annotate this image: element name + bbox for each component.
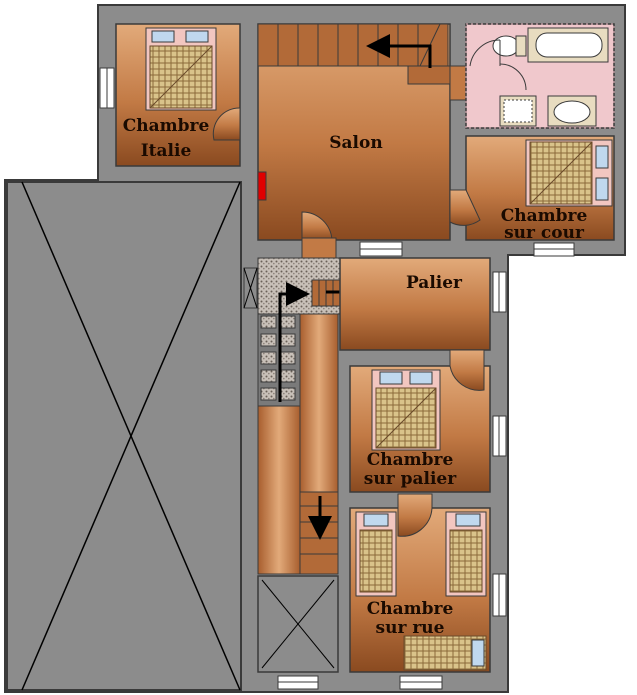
void-area-bottom bbox=[257, 575, 339, 673]
door-chambre-sur-palier bbox=[449, 349, 485, 391]
door-chambre-sur-rue bbox=[397, 493, 433, 537]
toilet bbox=[492, 35, 520, 57]
void-area-left bbox=[6, 181, 242, 691]
room-label-chambre-sur-rue-line1: Chambre bbox=[367, 599, 454, 619]
room-chambre-sur-rue: Chambre sur rue bbox=[349, 507, 491, 673]
room-label-chambre-sur-cour-line2: sur cour bbox=[504, 223, 585, 243]
room-bathroom bbox=[465, 23, 615, 129]
room-salon: Salon bbox=[257, 23, 451, 241]
room-label-chambre-sur-palier-line2: sur palier bbox=[364, 469, 457, 489]
room-label-chambre-sur-rue-line2: sur rue bbox=[376, 618, 445, 638]
stair-arrow-landing bbox=[278, 282, 310, 402]
room-label-palier: Palier bbox=[406, 273, 463, 293]
red-marker bbox=[257, 171, 267, 201]
room-label-salon: Salon bbox=[329, 133, 382, 153]
stair-arrow-salon bbox=[366, 34, 432, 68]
room-label-chambre-sur-palier-line1: Chambre bbox=[367, 450, 454, 470]
room-label-chambre-italie-line2: Italie bbox=[141, 141, 192, 161]
room-label-chambre-italie-line1: Chambre bbox=[123, 116, 210, 136]
room-chambre-italie: Chambre Italie bbox=[115, 23, 241, 167]
stairwell bbox=[257, 257, 368, 575]
door-chambre-italie bbox=[212, 107, 241, 141]
room-label-chambre-sur-cour-line1: Chambre bbox=[501, 206, 588, 226]
room-chambre-sur-cour: Chambre sur cour bbox=[465, 135, 615, 243]
room-palier: Palier bbox=[339, 257, 491, 351]
door-chambre-sur-cour bbox=[449, 189, 481, 226]
